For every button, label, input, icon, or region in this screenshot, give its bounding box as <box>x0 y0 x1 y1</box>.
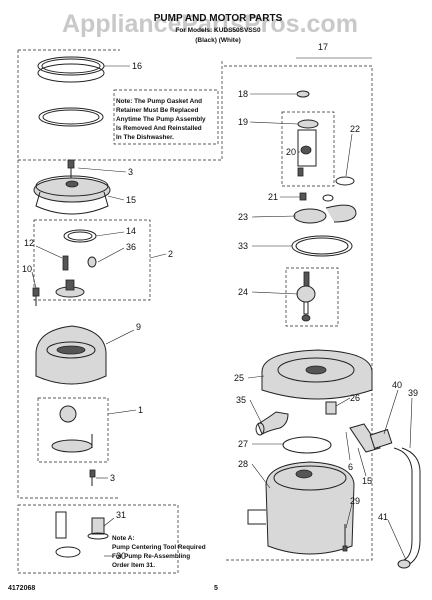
tool-note-line-4: Order Item 31. <box>112 562 155 569</box>
callout-2: 2 <box>168 249 173 259</box>
screw-part <box>67 159 75 178</box>
callout-29: 29 <box>350 496 360 506</box>
callout-20: 20 <box>286 147 296 157</box>
callout-12: 12 <box>24 238 34 248</box>
gasket-ring-icon <box>37 56 105 127</box>
spacer-part <box>282 436 332 454</box>
motor-assembly-boundary <box>224 65 373 561</box>
callout-22: 22 <box>350 124 360 134</box>
note-line-5: In The Dishwasher. <box>116 134 174 141</box>
callout-28: 28 <box>238 459 248 469</box>
drain-hose-icon <box>349 423 421 569</box>
seal-box-boundary <box>281 111 335 187</box>
rotor-box-boundary <box>285 267 339 327</box>
spacer-part <box>291 204 357 257</box>
screw-part <box>89 469 96 486</box>
elbow-part <box>255 411 289 436</box>
tool-note-line-1: Note A: <box>112 535 134 542</box>
callout-35: 35 <box>236 395 246 405</box>
callout-10: 10 <box>22 264 32 274</box>
callout-13: 14 <box>126 226 136 236</box>
callout-9: 9 <box>136 322 141 332</box>
callout-21: 21 <box>268 192 278 202</box>
watermark: AppliancePartsPros.com <box>62 10 358 38</box>
tool-note-line-3: For Pump Re-Assembling <box>112 553 190 560</box>
pump-box-boundary <box>18 60 223 161</box>
color-line: (Black) (White) <box>195 37 241 44</box>
callout-31: 31 <box>116 510 126 520</box>
callout-19: 19 <box>238 117 248 127</box>
note-line-4: Is Removed And Reinstalled <box>116 125 202 132</box>
leader-lines <box>31 57 413 561</box>
callout-15: 15 <box>362 476 372 486</box>
tool-note-line-2: Pump Centering Tool Required <box>112 544 206 551</box>
note-line-1: Note: The Pump Gasket And <box>116 98 202 105</box>
model-line: For Models: KUDS50SVSS0 <box>175 27 261 34</box>
callout-23: 23 <box>238 212 248 222</box>
callout-40: 40 <box>392 380 402 390</box>
pump-housing-part <box>35 325 107 385</box>
callout-3: 3 <box>128 167 133 177</box>
chopper-part <box>51 405 93 453</box>
screw-part <box>299 192 334 202</box>
callout-3b: 3 <box>110 473 115 483</box>
callout-33: 33 <box>238 241 248 251</box>
note-line-3: Anytime The Pump Assembly <box>116 116 206 123</box>
callout-1: 1 <box>138 405 143 415</box>
motor-mount-part <box>261 349 373 400</box>
callout-27: 27 <box>238 439 248 449</box>
gasket-note: Note: The Pump Gasket And Retainer Must … <box>113 89 219 145</box>
note-line-2: Retainer Must Be Replaced <box>116 107 198 114</box>
screw-part <box>342 524 348 552</box>
callout-24: 24 <box>238 287 248 297</box>
callout-18: 18 <box>238 89 248 99</box>
callout-6: 6 <box>348 462 353 472</box>
pump-cover-part <box>33 175 111 215</box>
tool-box-boundary <box>17 504 179 574</box>
page-number: 5 <box>214 585 218 592</box>
callout-labels: 16 3 15 14 36 2 12 10 9 1 3 31 30 17 18 … <box>22 42 418 561</box>
impeller-box-boundary <box>33 219 151 301</box>
callout-26: 26 <box>350 393 360 403</box>
callout-14: 15 <box>126 195 136 205</box>
rotor-part <box>296 271 316 322</box>
left-assembly-boundary <box>17 49 120 499</box>
seal-part <box>296 90 355 186</box>
callout-25: 25 <box>234 373 244 383</box>
footer-code: 4172068 <box>8 585 35 592</box>
chopper-box-boundary <box>37 397 109 463</box>
callout-39: 39 <box>408 388 418 398</box>
callout-36: 36 <box>126 242 136 252</box>
motor-icon <box>247 461 355 555</box>
diagram-title: PUMP AND MOTOR PARTS <box>154 13 283 24</box>
check-valve-part <box>325 401 337 415</box>
callout-30: 30 <box>116 551 126 561</box>
callout-16: 16 <box>132 61 142 71</box>
impeller-part <box>55 229 97 298</box>
callout-17: 17 <box>318 42 328 52</box>
callout-41: 41 <box>378 512 388 522</box>
centering-tool-part <box>55 511 109 558</box>
